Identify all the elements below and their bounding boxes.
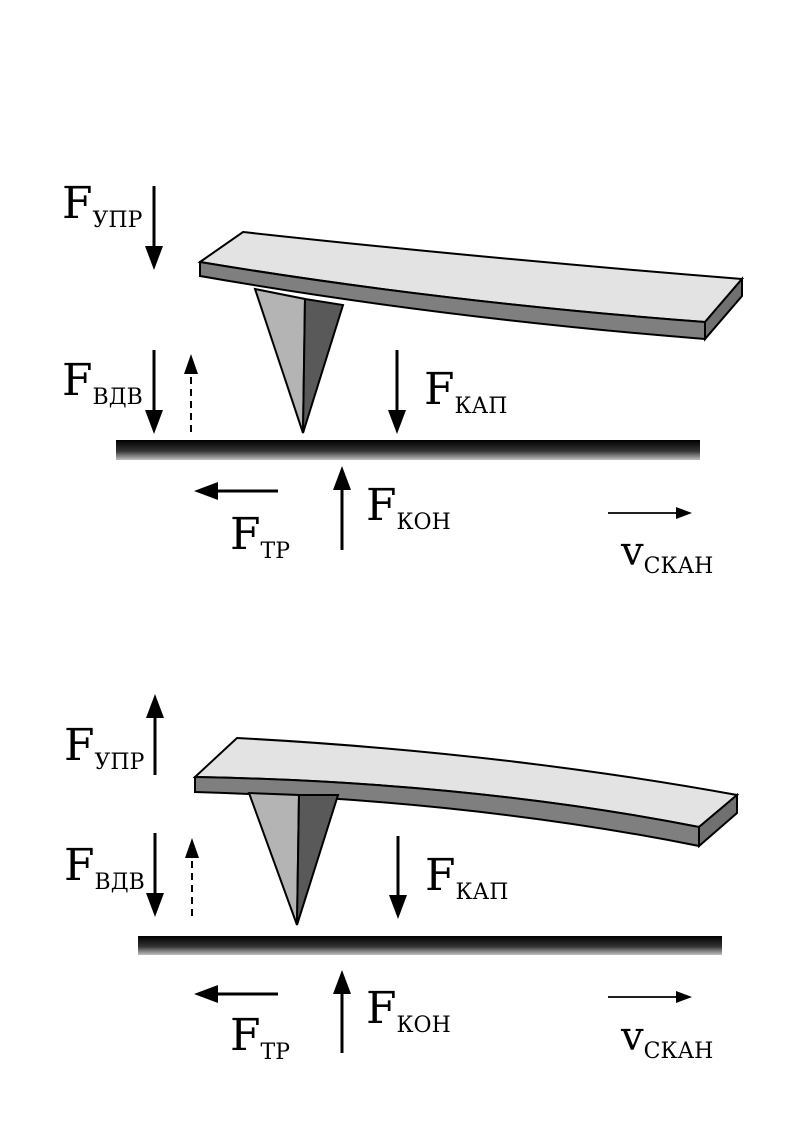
f-vdv-dashed-arrow <box>184 354 198 432</box>
diagram-bottom: FУПР FВДВ FКАП FТР <box>64 694 740 1065</box>
f-kon-arrow <box>333 466 351 550</box>
f-upr-arrow <box>145 186 163 270</box>
v-skan-arrow <box>608 991 692 1003</box>
f-vdv-label: FВДВ <box>62 355 143 410</box>
f-kon-label: FКОН <box>366 480 451 535</box>
v-skan-arrow <box>608 507 692 519</box>
v-skan-label: vСКАН <box>620 1014 713 1064</box>
f-kap-arrow <box>388 350 406 434</box>
tip-light-face <box>247 791 301 926</box>
f-kon-label: FКОН <box>366 983 451 1038</box>
f-upr-label: FУПР <box>64 720 145 775</box>
probe-tip <box>247 791 340 926</box>
f-upr-label: FУПР <box>62 178 143 233</box>
f-kap-arrow <box>389 836 407 919</box>
f-tr-label: FТР <box>230 509 290 564</box>
f-vdv-dashed-arrow <box>185 838 199 916</box>
f-vdv-arrow <box>146 833 164 917</box>
f-vdv-arrow <box>145 350 163 434</box>
sample-surface <box>138 936 722 955</box>
diagram-top: FУПР FВДВ FКАП FТР <box>62 178 745 579</box>
sample-surface <box>116 440 700 460</box>
f-tr-arrow <box>194 482 278 500</box>
tip-dark-face <box>302 297 345 434</box>
tip-light-face <box>253 287 307 434</box>
f-kap-label: FКАП <box>425 850 508 905</box>
f-tr-label: FТР <box>230 1010 290 1065</box>
v-skan-label: vСКАН <box>620 529 713 579</box>
f-kon-arrow <box>333 970 351 1053</box>
probe-tip <box>253 287 345 434</box>
cantilever-end-face <box>698 792 738 849</box>
f-kap-label: FКАП <box>424 364 507 419</box>
f-vdv-label: FВДВ <box>64 840 145 895</box>
f-upr-arrow <box>146 694 164 775</box>
tip-dark-face <box>296 794 340 926</box>
cantilever-end-face <box>704 276 743 342</box>
f-tr-arrow <box>194 985 278 1003</box>
cantilever-beam <box>197 230 745 342</box>
